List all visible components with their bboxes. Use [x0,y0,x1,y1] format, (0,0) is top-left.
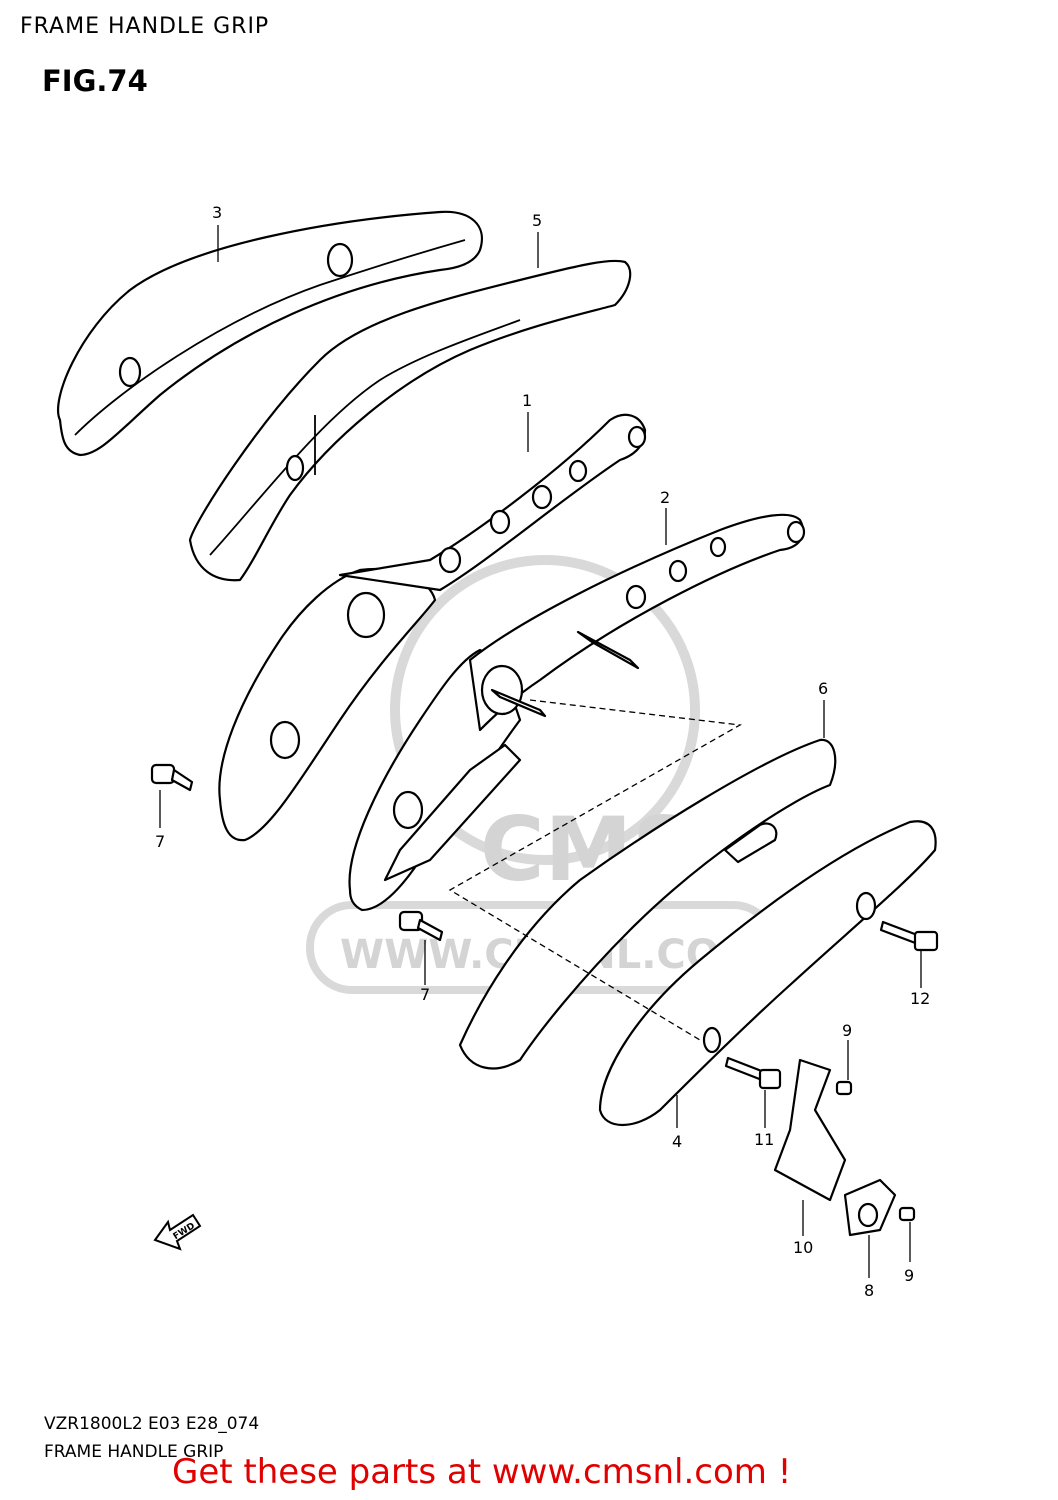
part-1-bracket-left [218,413,647,842]
bolt-7-left [150,763,194,792]
alignment-guide [448,699,743,1041]
callout-12: 12 [910,989,930,1008]
callout-11: 11 [754,1130,774,1149]
footer-caption: FRAME HANDLE GRIP [44,1442,224,1462]
promo-link[interactable]: Get these parts at www.cmsnl.com ! [172,1452,792,1492]
part-5-frame-handle [188,259,632,582]
screw-9-upper [835,1080,853,1096]
bolt-11 [724,1056,782,1090]
part-6-lower-grip [458,738,837,1070]
callout-1: 1 [522,391,532,410]
part-3-grip-cover [57,210,483,457]
callout-5: 5 [532,211,542,230]
watermark-emblem [390,555,700,865]
part-4-cover [598,820,937,1127]
figure-label: FIG.74 [42,64,148,98]
screw-9-lower [898,1206,916,1222]
callout-3: 3 [212,203,222,222]
callout-9-lower: 9 [904,1266,914,1285]
page-header-title: FRAME HANDLE GRIP [20,14,270,39]
callout-7-left: 7 [155,832,165,851]
callout-6: 6 [818,679,828,698]
callout-10: 10 [793,1238,813,1257]
fwd-arrow-icon: FWD [153,1213,202,1251]
callout-2: 2 [660,488,670,507]
bolt-7-center [398,910,444,942]
callout-9-upper: 9 [842,1021,852,1040]
bracket-10 [773,1058,847,1202]
callout-4: 4 [672,1132,682,1151]
clamp-8 [843,1178,897,1237]
callout-8: 8 [864,1281,874,1300]
callout-7-center: 7 [420,985,430,1004]
diagram-code: VZR1800L2 E03 E28_074 [44,1414,260,1434]
bolt-12 [879,920,939,952]
part-2-bracket-right [348,513,806,912]
